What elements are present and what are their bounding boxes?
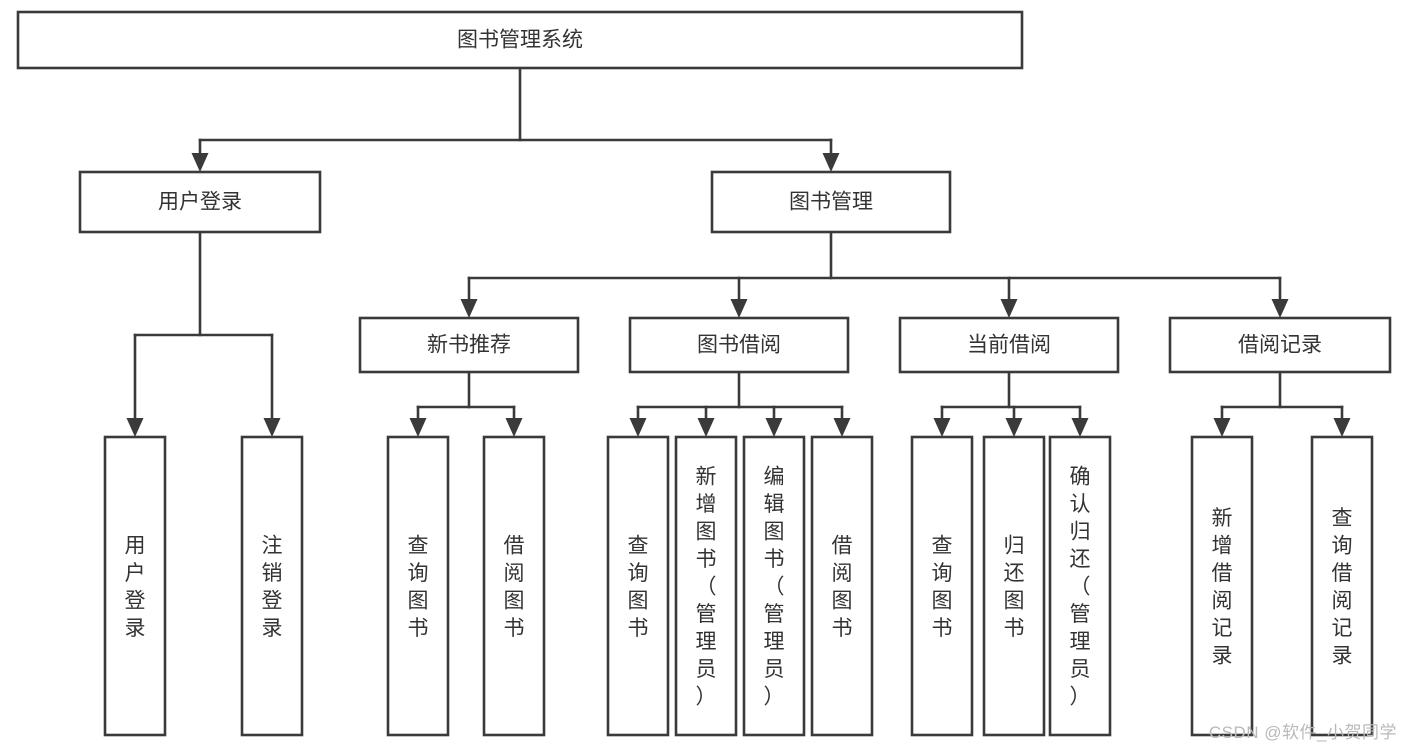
node-box[interactable]	[606, 435, 670, 737]
node-label: 编辑图书（管理员）	[764, 466, 785, 709]
node-box[interactable]	[1310, 435, 1374, 737]
node-注销登录[interactable]: 注销登录	[240, 435, 304, 737]
node-label: 查询图书	[408, 534, 429, 640]
node-label: 借阅图书	[504, 534, 525, 640]
node-box[interactable]	[982, 435, 1046, 737]
arrow-head-icon	[933, 418, 951, 437]
node-label: 借阅记录	[1238, 334, 1322, 357]
node-label: 用户登录	[158, 191, 242, 214]
arrow-head-icon	[505, 418, 523, 437]
node-借阅图书[interactable]: 借阅图书	[482, 435, 546, 737]
arrow-head-icon	[1071, 418, 1089, 437]
node-编辑图书管理员[interactable]: 编辑图书（管理员）	[742, 435, 806, 737]
node-新增图书管理员[interactable]: 新增图书（管理员）	[674, 435, 738, 737]
arrow-head-icon	[126, 418, 144, 437]
node-box[interactable]	[240, 435, 304, 737]
connector-layer	[126, 66, 1351, 437]
node-label: 新书推荐	[427, 334, 511, 357]
node-label: 查询图书	[932, 534, 953, 640]
node-label: 确认归还（管理员）	[1070, 466, 1091, 709]
node-label: 归还图书	[1004, 534, 1025, 640]
node-label: 图书管理	[789, 191, 873, 214]
node-归还图书[interactable]: 归还图书	[982, 435, 1046, 737]
node-label: 用户登录	[125, 534, 146, 640]
watermark-label: CSDN @软件_小贺同学	[1208, 723, 1397, 742]
node-box[interactable]	[482, 435, 546, 737]
arrow-head-icon	[822, 153, 840, 172]
node-label: 注销登录	[262, 534, 283, 640]
arrow-head-icon	[1271, 299, 1289, 318]
arrow-head-icon	[1000, 299, 1018, 318]
arrow-head-icon	[1213, 418, 1231, 437]
node-图书管理[interactable]: 图书管理	[710, 170, 952, 234]
arrow-head-icon	[460, 299, 478, 318]
node-label: 借阅图书	[832, 534, 853, 640]
arrow-head-icon	[697, 418, 715, 437]
node-查询图书[interactable]: 查询图书	[910, 435, 974, 737]
node-label: 当前借阅	[967, 334, 1051, 357]
arrow-head-icon	[629, 418, 647, 437]
arrow-head-icon	[263, 418, 281, 437]
node-box[interactable]	[674, 435, 738, 737]
node-box[interactable]	[1048, 435, 1112, 737]
node-box[interactable]	[1168, 316, 1392, 374]
node-借阅图书[interactable]: 借阅图书	[810, 435, 874, 737]
arrow-head-icon	[730, 299, 748, 318]
node-用户登录[interactable]: 用户登录	[103, 435, 167, 737]
node-box[interactable]	[78, 170, 322, 234]
arrow-head-icon	[765, 418, 783, 437]
node-查询图书[interactable]: 查询图书	[606, 435, 670, 737]
arrow-head-icon	[1005, 418, 1023, 437]
node-新书推荐[interactable]: 新书推荐	[358, 316, 580, 374]
arrow-head-icon	[1333, 418, 1351, 437]
node-查询借阅记录[interactable]: 查询借阅记录	[1310, 435, 1374, 737]
node-借阅记录[interactable]: 借阅记录	[1168, 316, 1392, 374]
arrow-head-icon	[191, 153, 209, 172]
node-box[interactable]	[898, 316, 1120, 374]
node-label: 图书借阅	[697, 334, 781, 357]
node-label: 查询借阅记录	[1332, 507, 1353, 668]
node-box[interactable]	[16, 10, 1024, 70]
node-label: 查询图书	[628, 534, 649, 640]
node-layer: 图书管理系统用户登录图书管理新书推荐图书借阅当前借阅借阅记录用户登录注销登录查询…	[16, 10, 1392, 737]
node-label: 图书管理系统	[457, 29, 583, 52]
arrow-head-icon	[833, 418, 851, 437]
node-box[interactable]	[1190, 435, 1254, 737]
node-box[interactable]	[358, 316, 580, 374]
node-用户登录[interactable]: 用户登录	[78, 170, 322, 234]
node-box[interactable]	[103, 435, 167, 737]
node-图书借阅[interactable]: 图书借阅	[628, 316, 850, 374]
node-label: 新增借阅记录	[1212, 507, 1233, 668]
node-确认归还管理员[interactable]: 确认归还（管理员）	[1048, 435, 1112, 737]
node-当前借阅[interactable]: 当前借阅	[898, 316, 1120, 374]
node-box[interactable]	[710, 170, 952, 234]
node-box[interactable]	[742, 435, 806, 737]
node-box[interactable]	[810, 435, 874, 737]
node-box[interactable]	[386, 435, 450, 737]
node-box[interactable]	[628, 316, 850, 374]
node-新增借阅记录[interactable]: 新增借阅记录	[1190, 435, 1254, 737]
node-box[interactable]	[910, 435, 974, 737]
node-label: 新增图书（管理员）	[696, 466, 717, 709]
node-查询图书[interactable]: 查询图书	[386, 435, 450, 737]
arrow-head-icon	[409, 418, 427, 437]
node-图书管理系统[interactable]: 图书管理系统	[16, 10, 1024, 70]
